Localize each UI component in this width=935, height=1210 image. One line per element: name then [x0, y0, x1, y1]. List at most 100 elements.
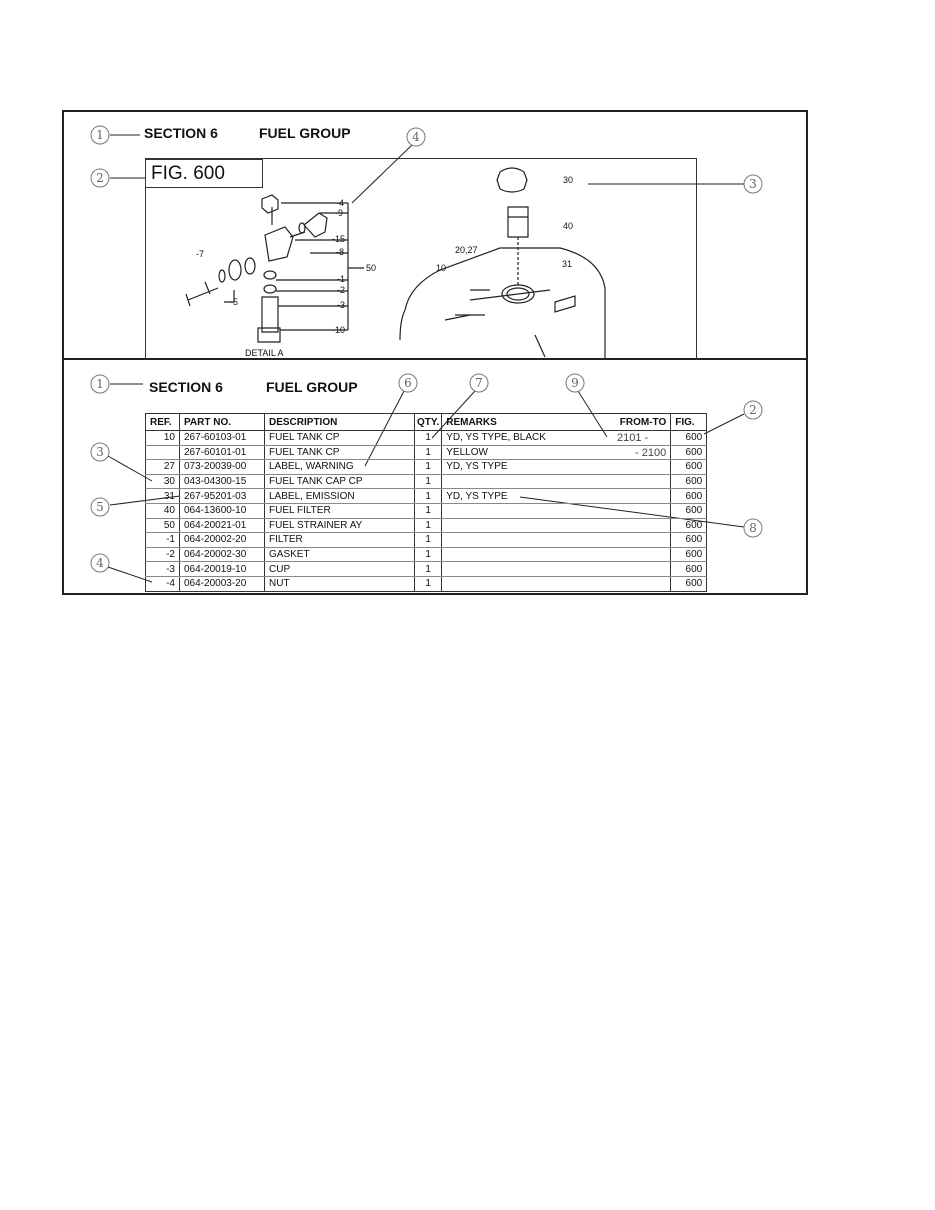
figure-number: FIG. 600: [145, 159, 263, 188]
fig-cell: 600: [670, 503, 708, 519]
part-no-cell: 267-60101-01: [179, 445, 265, 461]
section-title: SECTION 6: [144, 125, 218, 141]
part-no-cell: 064-20003-20: [179, 576, 265, 592]
qty-cell: 1: [413, 459, 443, 475]
section-title: SECTION 6: [149, 379, 223, 395]
from-to-text: 2101 -: [617, 432, 649, 445]
callout-6: 6: [404, 376, 412, 390]
ref-cell: 27: [145, 459, 180, 475]
drawing-label: -9: [335, 208, 343, 218]
qty-cell: 1: [413, 561, 443, 577]
from-to-text: - 2100: [635, 446, 667, 459]
lever: [303, 212, 328, 238]
remarks-cell: [441, 576, 672, 592]
drawing-label: 31: [562, 259, 572, 269]
part-no-cell: 043-04300-15: [179, 474, 265, 490]
callout-2: 2: [96, 171, 104, 185]
drawing-label: -10: [332, 325, 345, 335]
part-no-cell: 073-20039-00: [179, 459, 265, 475]
fig-cell: 600: [670, 547, 708, 563]
description-cell: FUEL FILTER: [264, 503, 415, 519]
callout-9: 9: [571, 376, 579, 390]
drawing-label: -5: [230, 297, 238, 307]
drawing-label: -8: [336, 247, 344, 257]
drawing-label: -15: [332, 234, 345, 244]
illustration-drawing: 1 2 4 3 1 6 7 9 2 3 5 8 4 -4 -9 -15 -8 5…: [90, 125, 763, 583]
remarks-cell: [441, 518, 672, 534]
tank-cap: [496, 167, 528, 193]
qty-cell: 1: [413, 503, 443, 519]
ref-cell: -4: [145, 576, 180, 592]
callout-1: 1: [96, 128, 104, 142]
fig-cell: 600: [670, 430, 708, 446]
col-fig: FIG.: [670, 413, 708, 431]
qty-cell: 1: [413, 474, 443, 490]
callout-7: 7: [475, 376, 483, 390]
description-cell: NUT: [264, 576, 415, 592]
remarks-cell: YELLOW - 2100: [441, 445, 672, 461]
qty-cell: 1: [413, 532, 443, 548]
qty-cell: 1: [413, 488, 443, 504]
drawing-label: -4: [336, 198, 344, 208]
callout-5: 5: [96, 500, 104, 514]
part-no-cell: 267-60103-01: [179, 430, 265, 446]
ref-cell: 30: [145, 474, 180, 490]
callout-2: 2: [749, 403, 757, 417]
divider: [62, 358, 806, 360]
remarks-cell: [441, 532, 672, 548]
drawing-label: 50: [366, 263, 376, 273]
part-no-cell: 064-20019-10: [179, 561, 265, 577]
callout-3: 3: [749, 177, 757, 191]
qty-cell: 1: [413, 430, 443, 446]
drawing-label: -7: [196, 249, 204, 259]
part-no-cell: 267-95201-03: [179, 488, 265, 504]
drawing-label: DETAIL A: [245, 348, 284, 358]
ref-cell: [145, 445, 180, 461]
description-cell: FUEL TANK CAP CP: [264, 474, 415, 490]
remarks-cell: [441, 474, 672, 490]
example-frame: [62, 110, 808, 595]
fig-cell: 600: [670, 488, 708, 504]
description-cell: FUEL TANK CP: [264, 430, 415, 446]
remarks-cell: [441, 503, 672, 519]
remarks-text: YELLOW: [446, 446, 488, 458]
ref-cell: -1: [145, 532, 180, 548]
fig-cell: 600: [670, 532, 708, 548]
remarks-cell: YD, YS TYPE: [441, 488, 672, 504]
ref-cell: -2: [145, 547, 180, 563]
remarks-cell: [441, 561, 672, 577]
col-part-no: PART NO.: [179, 413, 265, 431]
remarks-cell: YD, YS TYPE: [441, 459, 672, 475]
fig-cell: 600: [670, 459, 708, 475]
cup-part: [257, 327, 281, 343]
drawing-label: 30: [563, 175, 573, 185]
col-ref: REF.: [145, 413, 180, 431]
col-qty: QTY.: [413, 413, 443, 431]
part-no-cell: 064-20002-30: [179, 547, 265, 563]
callout-8: 8: [749, 521, 757, 535]
ref-cell: 50: [145, 518, 180, 534]
description-cell: FUEL TANK CP: [264, 445, 415, 461]
col-from-to: FROM-TO: [619, 416, 667, 428]
description-cell: GASKET: [264, 547, 415, 563]
part-no-cell: 064-20021-01: [179, 518, 265, 534]
qty-cell: 1: [413, 576, 443, 592]
description-cell: LABEL, WARNING: [264, 459, 415, 475]
callout-1: 1: [96, 377, 104, 391]
callout-3: 3: [96, 445, 104, 459]
fig-cell: 600: [670, 518, 708, 534]
description-cell: CUP: [264, 561, 415, 577]
qty-cell: 1: [413, 547, 443, 563]
description-cell: FUEL STRAINER AY: [264, 518, 415, 534]
ref-cell: 40: [145, 503, 180, 519]
